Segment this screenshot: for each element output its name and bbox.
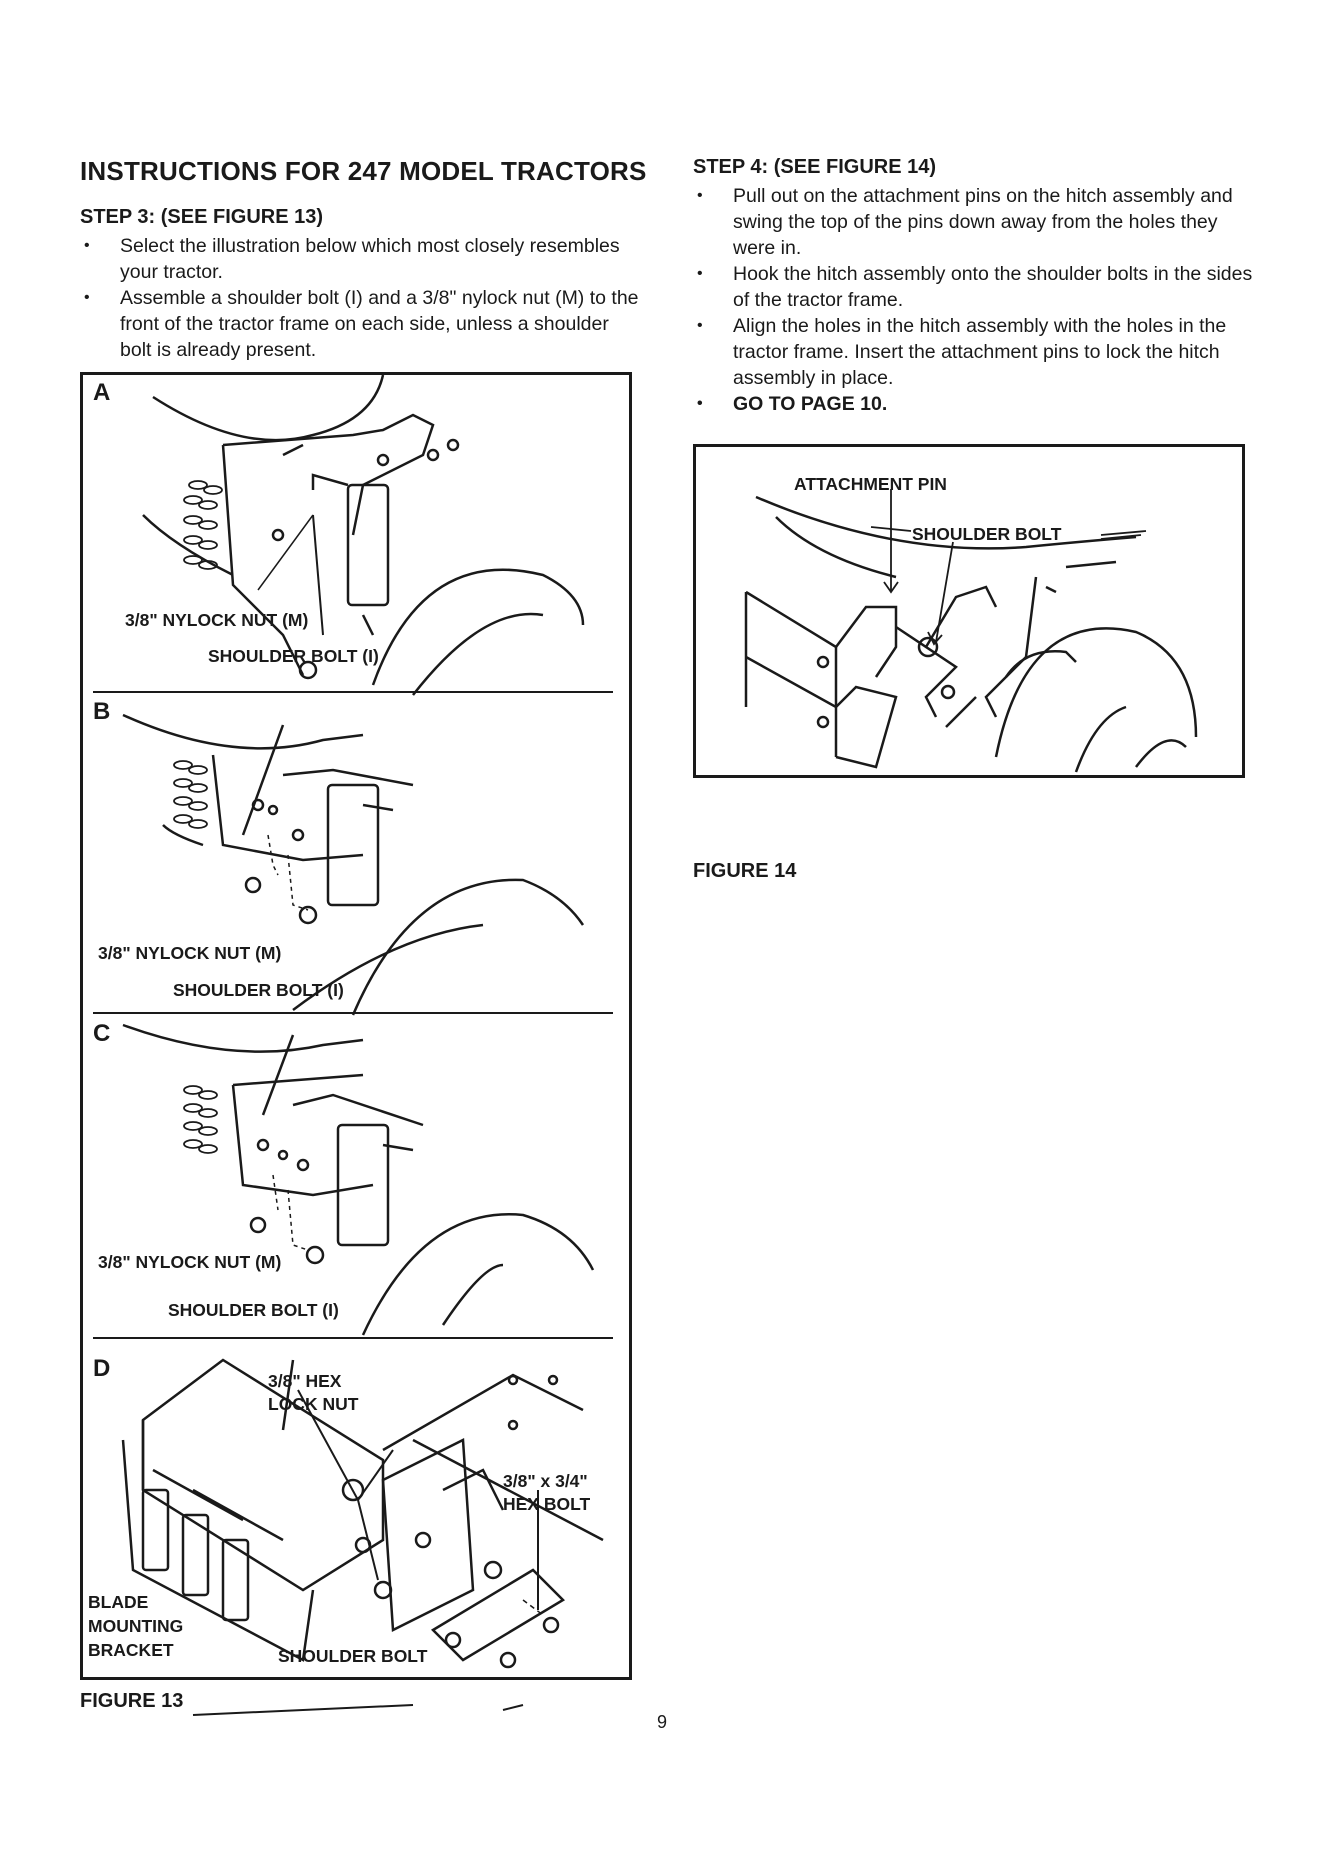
step3-bullet-1: Select the illustration below which most… xyxy=(80,233,640,285)
panel-a-letter: A xyxy=(93,379,111,406)
figure-13: A 3/8" NYLOCK NUT (M) SHOULDER BOLT ( xyxy=(80,372,632,1716)
panel-b-letter: B xyxy=(93,698,111,725)
page-number: 9 xyxy=(657,1712,668,1732)
step4-bullet-3: Align the holes in the hitch assembly wi… xyxy=(693,313,1253,391)
panel-c-illustration xyxy=(122,1023,595,1336)
panel-d-blade-label-1: BLADE xyxy=(88,1592,149,1612)
panel-b-bolt-label: SHOULDER BOLT (I) xyxy=(173,980,344,1000)
panel-a-nut-label: 3/8" NYLOCK NUT (M) xyxy=(125,610,309,630)
panel-d-hex-bolt-label-2: HEX BOLT xyxy=(503,1494,591,1514)
panel-b-nut-label: 3/8" NYLOCK NUT (M) xyxy=(98,943,282,963)
panel-a-bolt-label: SHOULDER BOLT (I) xyxy=(208,646,379,666)
panel-d-hex-bolt-label-1: 3/8" x 3/4" xyxy=(503,1471,588,1491)
step4-bullet-2: Hook the hitch assembly onto the shoulde… xyxy=(693,261,1253,313)
panel-d-blade-label-3: BRACKET xyxy=(88,1640,174,1660)
panel-a-divider xyxy=(93,691,613,693)
panel-b-divider xyxy=(93,1012,613,1014)
panel-d-illustration xyxy=(121,1358,604,1716)
panel-d-blade-label-2: MOUNTING xyxy=(88,1616,184,1636)
figure-14-attachment-pin-label: ATTACHMENT PIN xyxy=(794,474,947,494)
panel-d-shoulder-bolt-label: SHOULDER BOLT xyxy=(278,1646,428,1666)
figure-14-caption: FIGURE 14 xyxy=(693,860,797,882)
panel-a-illustration xyxy=(142,374,585,696)
figure-14-illustration xyxy=(744,489,1198,773)
step4-bullet-1: Pull out on the attachment pins on the h… xyxy=(693,183,1253,261)
goto-page-link: GO TO PAGE 10. xyxy=(693,391,1253,417)
panel-d-hex-nut-label-1: 3/8" HEX xyxy=(268,1371,342,1391)
step3-list: Select the illustration below which most… xyxy=(80,233,640,363)
figure-14-shoulder-bolt-label: SHOULDER BOLT xyxy=(912,524,1062,544)
panel-c-divider xyxy=(93,1337,613,1339)
figure-14: ATTACHMENT PIN SHOULDER BOLT xyxy=(693,444,1245,778)
panel-b-illustration xyxy=(122,713,585,1016)
page-heading: INSTRUCTIONS FOR 247 MODEL TRACTORS xyxy=(80,156,647,186)
step4-title: STEP 4: (SEE FIGURE 14) xyxy=(693,156,937,178)
panel-c-bolt-label: SHOULDER BOLT (I) xyxy=(168,1300,339,1320)
panel-d-hex-nut-label-2: LOCK NUT xyxy=(268,1394,359,1414)
step3-title: STEP 3: (SEE FIGURE 13) xyxy=(80,206,324,228)
step3-bullet-2: Assemble a shoulder bolt (I) and a 3/8" … xyxy=(80,285,640,363)
panel-d-letter: D xyxy=(93,1355,111,1382)
panel-c-nut-label: 3/8" NYLOCK NUT (M) xyxy=(98,1252,282,1272)
figure-13-caption: FIGURE 13 xyxy=(80,1690,184,1712)
step4-list: Pull out on the attachment pins on the h… xyxy=(693,183,1253,417)
panel-c-letter: C xyxy=(93,1020,111,1047)
